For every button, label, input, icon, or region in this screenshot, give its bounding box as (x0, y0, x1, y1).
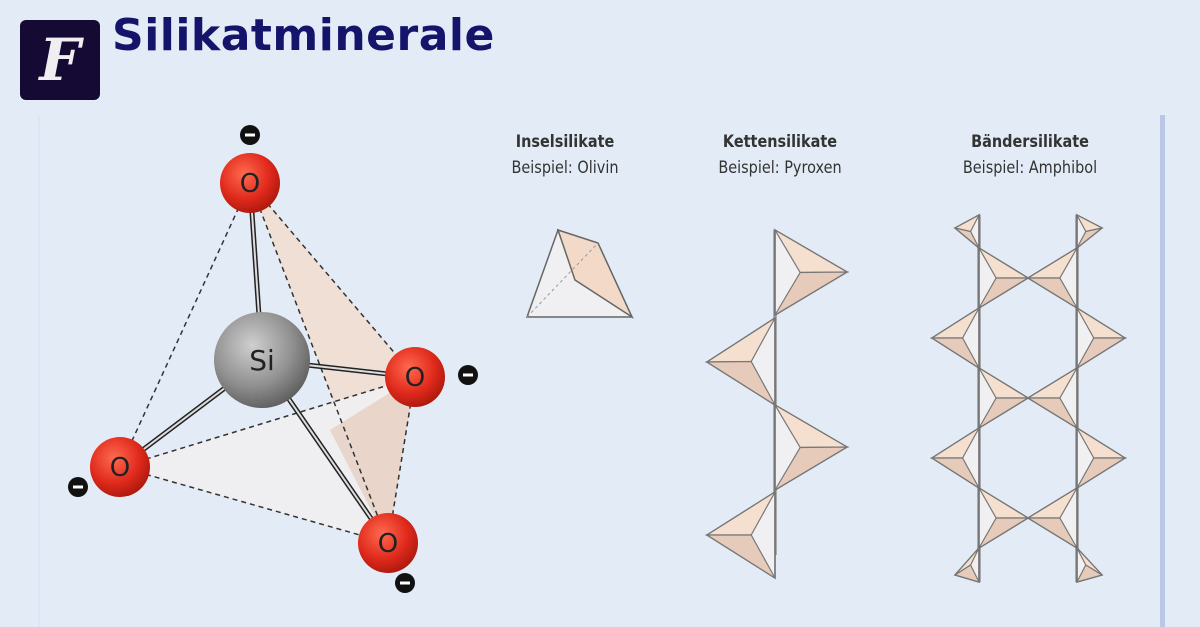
oxygen-label: O (240, 169, 260, 199)
amphibol-tetrahedron (1076, 306, 1128, 370)
pyroxen-tetrahedron (773, 228, 850, 317)
logo-letter: F (39, 26, 81, 94)
oxygen-atom: O (385, 347, 445, 407)
amphibol-tetrahedron (953, 213, 981, 250)
label-inselsilikate: Inselsilikate Beispiel: Olivin (470, 132, 660, 178)
amphibol-tetrahedron (978, 246, 1031, 310)
negative-charge-icon (68, 477, 88, 497)
amphibol-tetrahedron (1025, 486, 1078, 550)
negative-charge-icon (458, 365, 478, 385)
pyroxen-tetrahedron (704, 316, 777, 407)
negative-charge-icon (395, 573, 415, 593)
amphibol-tetrahedron (1075, 213, 1104, 250)
oxygen-atom: O (90, 437, 150, 497)
inselsilikat-tetrahedron (525, 228, 634, 320)
silicon-atom: Si (214, 312, 310, 408)
diagram-title: Silikatminerale (112, 10, 495, 61)
tetrahedron-model: Si O O O O (68, 125, 478, 593)
amphibol-tetrahedron (1025, 246, 1078, 310)
pyroxen-tetrahedron (773, 403, 850, 492)
label-baendersilikate: Bändersilikate Beispiel: Amphibol (925, 132, 1135, 178)
amphibol-tetrahedron (929, 306, 980, 370)
amphibol-tetrahedron (929, 426, 980, 490)
oxygen-label: O (110, 453, 130, 483)
amphibol-tetrahedron (1025, 366, 1078, 430)
amphibol-tetrahedron (978, 366, 1031, 430)
amphibol-tetrahedron (953, 546, 981, 583)
type-name: Inselsilikate (515, 132, 615, 152)
label-kettensilikate: Kettensilikate Beispiel: Pyroxen (680, 132, 880, 178)
pyroxen-tetrahedron (704, 490, 776, 580)
type-name: Kettensilikate (722, 132, 838, 152)
oxygen-label: O (378, 529, 398, 559)
negative-charge-icon (240, 125, 260, 145)
amphibol-tetrahedron (978, 486, 1031, 550)
amphibol-tetrahedron (1076, 426, 1128, 490)
oxygen-atom: O (220, 153, 280, 213)
type-example: Beispiel: Pyroxen (718, 158, 842, 178)
silicon-label: Si (249, 344, 275, 377)
type-example: Beispiel: Amphibol (962, 158, 1098, 178)
diagram-panel (38, 115, 1165, 627)
faz-logo: F (20, 20, 100, 100)
oxygen-label: O (405, 363, 425, 393)
amphibol-tetrahedron (1075, 546, 1104, 583)
oxygen-atom: O (358, 513, 418, 573)
type-example: Beispiel: Olivin (511, 158, 619, 178)
type-name: Bändersilikate (971, 132, 1089, 152)
